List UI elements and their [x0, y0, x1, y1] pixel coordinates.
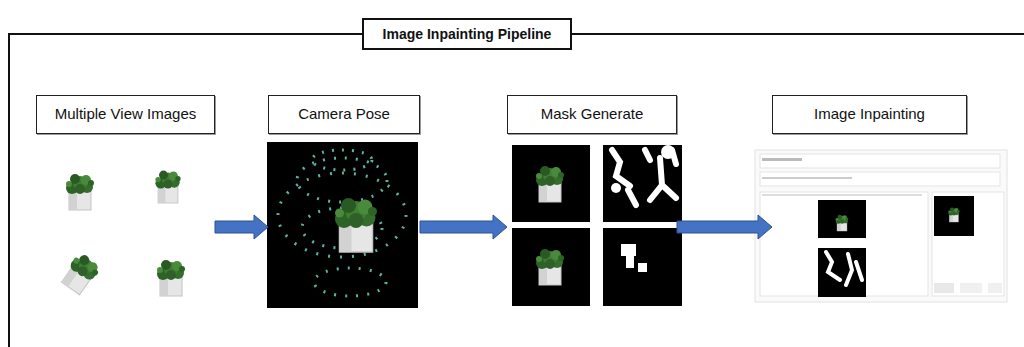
view-image — [66, 174, 94, 210]
view-image — [155, 171, 180, 203]
pipeline-title: Image Inpainting Pipeline — [362, 18, 572, 50]
pipeline-frame: Image Inpainting PipelineMultiple View I… — [8, 33, 1024, 347]
mask-images — [512, 145, 682, 306]
stage-heading: Multiple View Images — [36, 95, 215, 134]
view-image — [157, 260, 185, 296]
camera-pose-render — [267, 142, 418, 308]
stage-column: Camera Pose — [268, 95, 420, 310]
block-arrow — [677, 215, 772, 239]
inpainting-ui — [755, 150, 1007, 302]
stage-column: Image Inpainting — [772, 95, 967, 310]
stage-heading: Image Inpainting — [772, 95, 967, 134]
stage-heading: Mask Generate — [507, 95, 677, 134]
block-arrow — [420, 215, 507, 239]
view-image — [59, 251, 103, 297]
stage-column: Mask Generate — [507, 95, 677, 310]
stage-column: Multiple View Images — [36, 95, 215, 310]
block-arrow — [215, 215, 268, 239]
stage-heading: Camera Pose — [268, 95, 420, 134]
